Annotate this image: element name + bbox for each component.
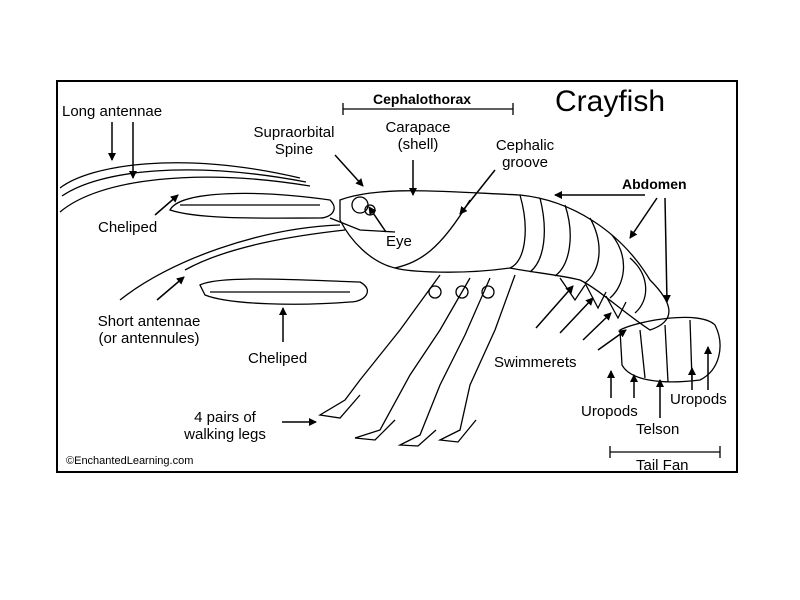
arrow-eye bbox=[369, 207, 386, 232]
label-cheliped-upper: Cheliped bbox=[98, 219, 157, 236]
arrow-short-antennae bbox=[157, 277, 184, 300]
arrow-abdomen-2 bbox=[630, 198, 657, 238]
label-tail-fan: Tail Fan bbox=[636, 457, 689, 474]
label-eye: Eye bbox=[386, 233, 412, 250]
copyright-notice: ©EnchantedLearning.com bbox=[66, 455, 193, 468]
label-uropods-right: Uropods bbox=[670, 391, 727, 408]
label-walking-legs: 4 pairs of walking legs bbox=[170, 409, 280, 443]
label-short-antennae: Short antennae (or antennules) bbox=[68, 313, 230, 347]
label-cheliped-lower: Cheliped bbox=[248, 350, 307, 367]
walking-leg-1 bbox=[320, 275, 440, 418]
walking-leg-3 bbox=[400, 278, 490, 446]
arrow-swimmeret-3 bbox=[583, 313, 611, 340]
arrow-swimmeret-2 bbox=[560, 298, 593, 333]
tail-fan bbox=[620, 317, 720, 382]
label-carapace: Carapace (shell) bbox=[373, 119, 463, 153]
arrow-swimmeret-1 bbox=[536, 286, 573, 328]
diagram-title: Crayfish bbox=[555, 85, 665, 119]
pointer-arrows bbox=[112, 122, 708, 422]
label-swimmerets: Swimmerets bbox=[494, 354, 577, 371]
label-telson: Telson bbox=[636, 421, 679, 438]
arrow-abdomen-3 bbox=[665, 198, 667, 302]
label-abdomen: Abdomen bbox=[622, 176, 687, 193]
label-uropods-left: Uropods bbox=[581, 403, 638, 420]
short-antenna bbox=[185, 230, 345, 270]
upper-cheliped bbox=[170, 193, 334, 218]
label-cephalothorax: Cephalothorax bbox=[373, 91, 471, 108]
label-long-antennae: Long antennae bbox=[62, 103, 162, 120]
label-cephalic-groove: Cephalic groove bbox=[485, 137, 565, 171]
arrow-swimmeret-4 bbox=[598, 330, 626, 350]
arrow-supraorbital bbox=[335, 155, 363, 186]
label-supraorbital-spine: Supraorbital Spine bbox=[242, 124, 346, 158]
